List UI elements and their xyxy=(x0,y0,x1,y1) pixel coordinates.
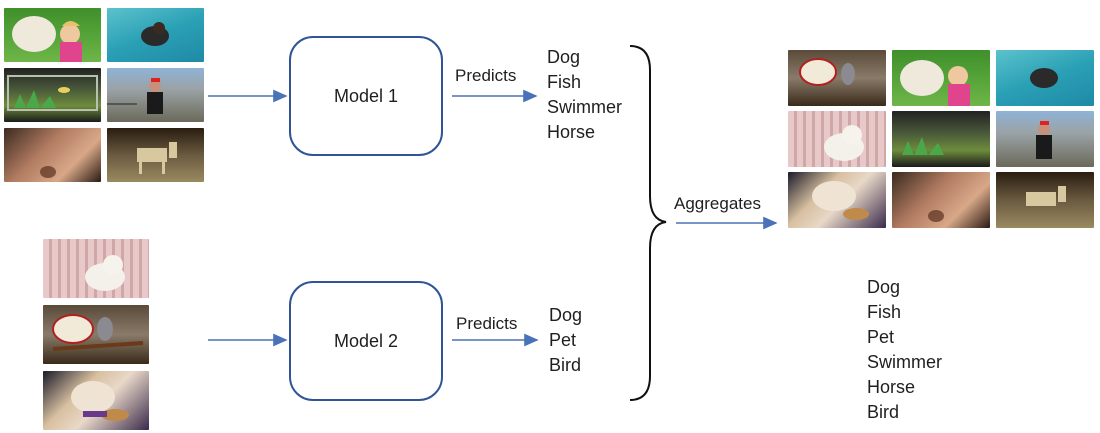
fish-tank-photo xyxy=(892,111,990,167)
model-1-label: Model 1 xyxy=(333,85,399,106)
dog-toy-photo xyxy=(43,371,149,430)
man-fence-photo xyxy=(107,68,204,122)
merge-brace xyxy=(629,45,667,401)
list-item: Horse xyxy=(867,377,916,397)
man-fence-photo xyxy=(996,111,1094,167)
pet-dog-photo xyxy=(788,111,886,167)
aggregated-label-list: Dog Fish Pet Swimmer Horse Bird xyxy=(867,275,942,425)
model-2-label: Model 2 xyxy=(333,330,399,351)
list-item: Dog xyxy=(547,47,581,67)
model-2-predicts-label: Predicts xyxy=(456,314,518,333)
horses-photo xyxy=(107,128,204,182)
list-item: Swimmer xyxy=(547,97,622,117)
list-item: Fish xyxy=(867,302,902,322)
fish-closeup-photo xyxy=(892,172,990,228)
list-item: Bird xyxy=(867,402,900,422)
horses-photo xyxy=(996,172,1094,228)
list-item: Dog xyxy=(867,277,901,297)
fish-tank-photo xyxy=(4,68,101,122)
dog-girl-photo xyxy=(4,8,101,62)
parrot-sign-photo xyxy=(43,305,149,364)
swimmer-pool-photo xyxy=(107,8,204,62)
aggregates-label: Aggregates xyxy=(674,194,761,213)
parrot-sign-photo xyxy=(788,50,886,106)
list-item: Dog xyxy=(549,305,583,325)
list-item: Horse xyxy=(547,122,596,142)
model-1-prediction-list: Dog Fish Swimmer Horse xyxy=(547,45,622,145)
swimmer-pool-photo xyxy=(996,50,1094,106)
list-item: Fish xyxy=(547,72,582,92)
list-item: Pet xyxy=(549,330,577,350)
list-item: Pet xyxy=(867,327,895,347)
model-2-prediction-list: Dog Pet Bird xyxy=(549,303,582,378)
list-item: Swimmer xyxy=(867,352,942,372)
list-item: Bird xyxy=(549,355,582,375)
dog-girl-photo xyxy=(892,50,990,106)
model-1-predicts-label: Predicts xyxy=(455,66,517,85)
model-1-box: Model 1 xyxy=(289,36,443,156)
pet-dog-photo xyxy=(43,239,149,298)
model-2-box: Model 2 xyxy=(289,281,443,401)
fish-closeup-photo xyxy=(4,128,101,182)
dog-toy-photo xyxy=(788,172,886,228)
